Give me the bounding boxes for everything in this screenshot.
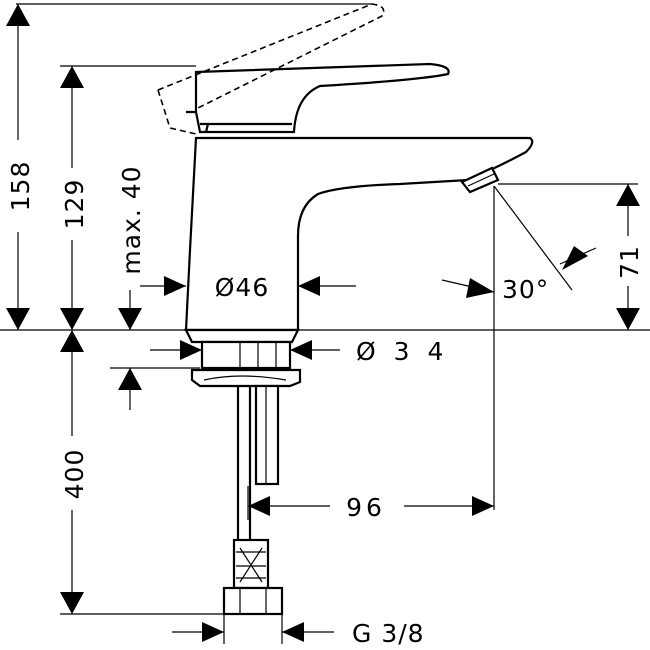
arrow-129-top — [60, 66, 84, 88]
arrow-max40-down — [118, 308, 142, 330]
arrow-30-right — [562, 246, 588, 270]
dim-spout-angle: 30° — [502, 275, 549, 304]
arrow-400-top — [60, 330, 84, 352]
dim-projection: 96 — [346, 493, 386, 522]
threaded-shank — [200, 340, 292, 370]
lever-handle — [194, 62, 450, 134]
handle-neck — [186, 110, 292, 133]
dim-body-diameter: Ø46 — [215, 273, 270, 302]
faucet-body — [184, 136, 534, 332]
dim-thread-diameter: Ø 3 4 — [356, 337, 448, 366]
arrow-71-bottom — [616, 308, 640, 330]
arrow-d34-left — [180, 340, 202, 360]
arrow-g38-left — [202, 622, 224, 642]
dimension-lines — [6, 4, 640, 642]
faucet-outline — [157, 3, 534, 616]
arrow-96-left — [248, 496, 270, 516]
arrow-400-bottom — [60, 592, 84, 614]
arrow-71-top — [616, 184, 640, 206]
extension-lines — [0, 3, 650, 644]
threaded-stud — [254, 384, 280, 486]
arrow-max40-up — [118, 368, 142, 390]
arrow-158-top — [6, 4, 30, 26]
dimension-labels: 158 129 max. 40 Ø46 Ø 3 4 30° 71 400 96 … — [6, 161, 644, 648]
dim-total-height: 158 — [6, 161, 35, 212]
connection-nut — [222, 586, 284, 616]
arrow-96-right — [472, 496, 494, 516]
arrow-d34-right — [290, 340, 312, 360]
dim-connection: G 3/8 — [352, 619, 425, 648]
arrow-30-left — [466, 278, 494, 298]
arrow-158-bottom — [6, 308, 30, 330]
arrow-129-bottom — [60, 308, 84, 330]
lever-handle-raised — [157, 3, 385, 109]
lever-handle-raised-lower — [157, 89, 197, 135]
dim-spout-height: 129 — [60, 179, 89, 230]
faucet-base — [184, 328, 300, 344]
dim-max-thickness: max. 40 — [117, 165, 146, 274]
dim-aerator-height: 71 — [615, 245, 644, 279]
dim-hose-length: 400 — [60, 449, 89, 500]
mounting-nut — [190, 368, 302, 388]
arrow-d46-left — [164, 276, 186, 296]
arrow-g38-right — [282, 622, 304, 642]
arrow-d46-right — [298, 276, 320, 296]
flexible-hose — [236, 386, 252, 546]
